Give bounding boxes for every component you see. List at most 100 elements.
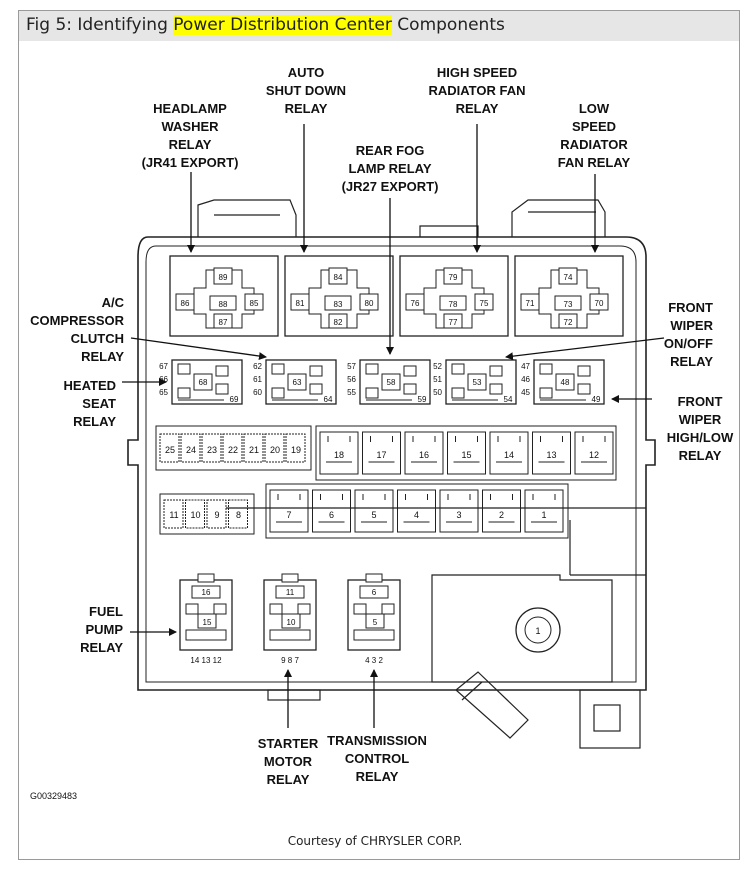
bottom-relay-center-label: 10 [287, 618, 296, 627]
mini-pin-label-corner: 59 [418, 395, 427, 404]
mini-fuse [180, 433, 201, 463]
mini-pin-a [539, 363, 553, 375]
pin-right [589, 293, 609, 311]
fuse-number: 2 [499, 510, 504, 520]
bottom-relay-tab [365, 573, 383, 583]
top-tab-left [197, 199, 297, 237]
corner-tab-inner [593, 704, 621, 732]
bottom-relay-top-pin [191, 585, 221, 599]
fuse-terminals [581, 436, 607, 463]
pin-label-top: 84 [334, 273, 343, 282]
label-line: WIPER [679, 412, 722, 427]
pin-left [405, 293, 425, 311]
leader-ac-clutch [130, 337, 267, 360]
mini-pin-d [403, 365, 417, 377]
pin-right [359, 293, 379, 311]
fuse-row-a-21: 21 [243, 433, 264, 463]
fuse-number: 11 [169, 510, 178, 520]
label-line: RELAY [80, 640, 123, 655]
fuse-row-b-16: 16 [404, 431, 444, 475]
pin-top [443, 267, 463, 285]
mini-pin-label: 61 [253, 375, 262, 384]
fuse-number: 3 [456, 510, 461, 520]
fuse-row-b-17: 17 [362, 431, 401, 475]
mini-pin-d [577, 365, 591, 377]
mini-relay-body [445, 359, 517, 405]
fuse-row-a-19: 19 [285, 433, 306, 463]
label-line: AUTO [288, 65, 325, 80]
mini-pin-a [177, 363, 191, 375]
fuse-block-b-frame [315, 425, 617, 481]
mini-pin-label: 51 [433, 375, 442, 384]
pin-label-top: 89 [219, 273, 228, 282]
lower-right-region [431, 574, 613, 683]
bottom-relay-top-label: 11 [286, 588, 295, 597]
title-highlight: Power Distribution Center [173, 15, 392, 35]
label-line: SPEED [572, 119, 616, 134]
mini-pin-d [309, 365, 323, 377]
pin-label-right: 70 [595, 299, 604, 308]
top-tab-right [511, 199, 606, 237]
label-line: (JR41 EXPORT) [142, 155, 239, 170]
mini-pin-label-center: 68 [199, 378, 208, 387]
fuse-terminals [496, 436, 522, 463]
pin-label-top: 79 [449, 273, 458, 282]
pin-left [175, 293, 195, 311]
label-line: HIGH SPEED [437, 65, 517, 80]
mini-pin-d [215, 365, 229, 377]
fuse-row-a-22: 22 [222, 433, 243, 463]
fuse-cavity [489, 431, 529, 475]
fuse-row-c-9: 9 [206, 499, 227, 529]
fuse-block-a-frame [155, 425, 312, 471]
fuse-terminals [326, 436, 352, 463]
iso-relay-body [169, 255, 279, 337]
fuse-number: 20 [270, 445, 280, 455]
pin-center [209, 295, 237, 311]
bottom-relay-top-label: 16 [202, 588, 211, 597]
corner-tab [579, 689, 641, 749]
fuse-terminals [403, 494, 430, 523]
pin-top [328, 267, 348, 285]
mini-pin-label-corner: 49 [592, 395, 601, 404]
fuse-row-c-11: 11 [163, 499, 184, 529]
fuse-number: 12 [589, 450, 599, 460]
pin-label-bottom: 72 [564, 318, 573, 327]
iso-relay-socket [308, 269, 370, 329]
mini-pin-b [177, 387, 191, 399]
bottom-tab [267, 689, 321, 701]
pin-label-bottom: 77 [449, 318, 458, 327]
fuse-number: 17 [376, 450, 386, 460]
mini-pin-label-center: 58 [387, 378, 396, 387]
label-line: RELAY [73, 414, 116, 429]
fuse-number: 16 [419, 450, 429, 460]
bottom-relay-1: 11 10 9 8 7 [263, 573, 317, 665]
label-line: RELAY [670, 354, 713, 369]
fuse-number: 7 [286, 510, 291, 520]
label-line: CONTROL [345, 751, 409, 766]
latch [455, 671, 529, 739]
mini-relay-body [171, 359, 243, 405]
label-line: FUEL [89, 604, 123, 619]
label-line: COMPRESSOR [30, 313, 125, 328]
bottom-relay-top-label: 6 [372, 588, 377, 597]
mini-pin-label-corner: 64 [324, 395, 333, 404]
housing-outer [127, 236, 656, 691]
pin-label-center: 88 [219, 300, 228, 309]
mini-pin-label: 50 [433, 388, 442, 397]
bottom-relay-pin [213, 603, 227, 615]
iso-relay-socket [423, 269, 485, 329]
mini-fuse [185, 499, 205, 529]
pin-top [213, 267, 233, 285]
fuse-number: 1 [541, 510, 546, 520]
fuse-number: 10 [190, 510, 200, 520]
bottom-relay-bottom-label: 9 8 7 [281, 656, 299, 665]
fuse-number: 24 [186, 445, 196, 455]
pin-label-right: 85 [250, 299, 259, 308]
mini-relay-body [533, 359, 605, 405]
mini-pin-a [451, 363, 465, 375]
